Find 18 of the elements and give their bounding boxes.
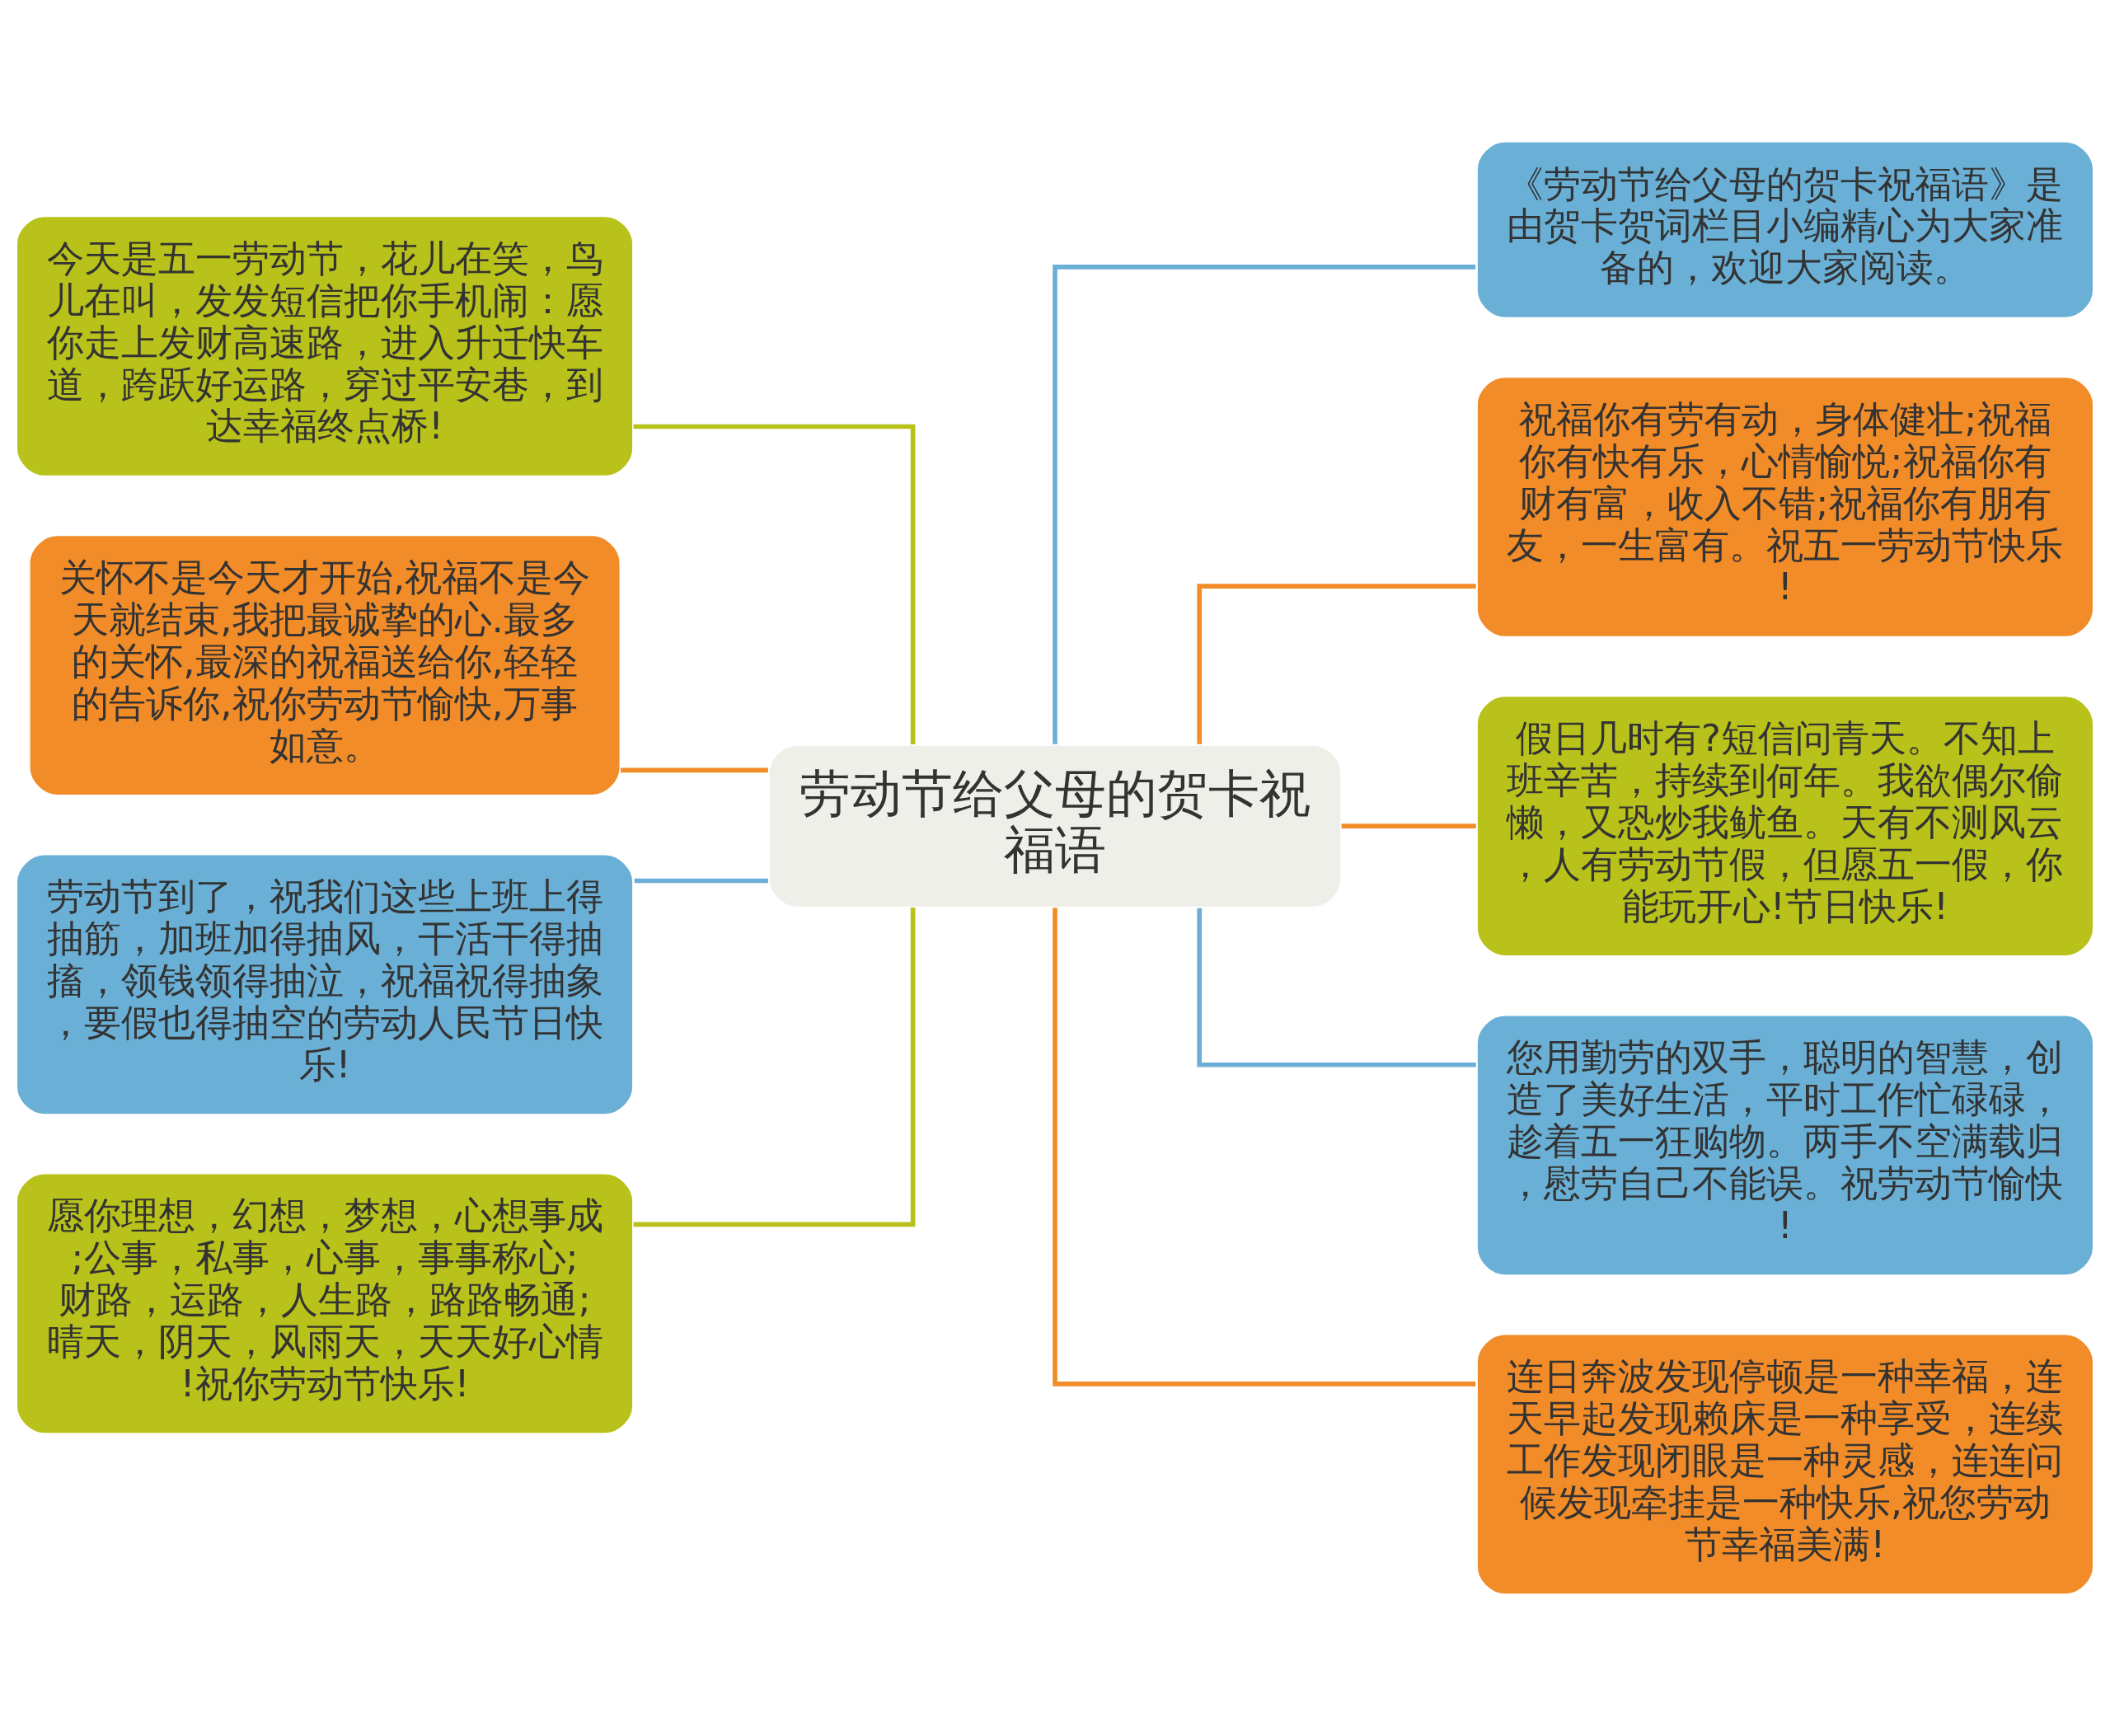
node-box: 您用勤劳的双手，聪明的智慧，创造了美好生活，平时工作忙碌碌，趁着五一狂购物。两手不空满载归，慰劳自己不能误。祝劳动节愉快! <box>1475 1013 2095 1277</box>
node-box: 《劳动节给父母的贺卡祝福语》是由贺卡贺词栏目小编精心为大家准备的，欢迎大家阅读。 <box>1475 139 2095 320</box>
connector <box>1197 908 1476 1067</box>
connector <box>633 908 916 1227</box>
connector <box>621 767 768 773</box>
node-box: 假日几时有?短信问青天。不知上班辛苦，持续到何年。我欲偶尔偷懒，又恐炒我鱿鱼。天有不测风云，人有劳动节假，但愿五一假，你能玩开心!节日快乐! <box>1475 694 2095 958</box>
node-box: 今天是五一劳动节，花儿在笑，鸟儿在叫，发发短信把你手机闹：愿你走上发财高速路，进入升迁快车道，跨跃好运路，穿过平安巷，到达幸福终点桥! <box>15 214 635 478</box>
connector <box>633 424 916 744</box>
node-box: 劳动节到了，祝我们这些上班上得抽筋，加班加得抽风，干活干得抽搐，领钱领得抽泣，祝福祝得抽象，要假也得抽空的劳动人民节日快乐! <box>15 852 635 1116</box>
node-box: 愿你理想，幻想，梦想，心想事成;公事，私事，心事，事事称心;财路，运路，人生路，路路畅通;晴天，阴天，风雨天，天天好心情!祝你劳动节快乐! <box>15 1171 635 1436</box>
node-box: 祝福你有劳有动，身体健壮;祝福你有快有乐，心情愉悦;祝福你有财有富，收入不错;祝福你有朋有友，一生富有。祝五一劳动节快乐! <box>1475 375 2095 639</box>
connector <box>1341 823 1476 828</box>
connector <box>634 878 768 884</box>
node-box: 连日奔波发现停顿是一种幸福，连天早起发现赖床是一种享受，连续工作发现闭眼是一种灵感，连连问候发现牵挂是一种快乐,祝您劳动节幸福美满! <box>1475 1332 2095 1597</box>
connector <box>1053 908 1476 1386</box>
connector <box>1053 265 1476 744</box>
connector <box>1197 584 1476 744</box>
node-box: 关怀不是今天才开始,祝福不是今天就结束,我把最诚挚的心.最多的关怀,最深的祝福送给你,轻轻的告诉你,祝你劳动节愉快,万事如意。 <box>27 533 622 797</box>
